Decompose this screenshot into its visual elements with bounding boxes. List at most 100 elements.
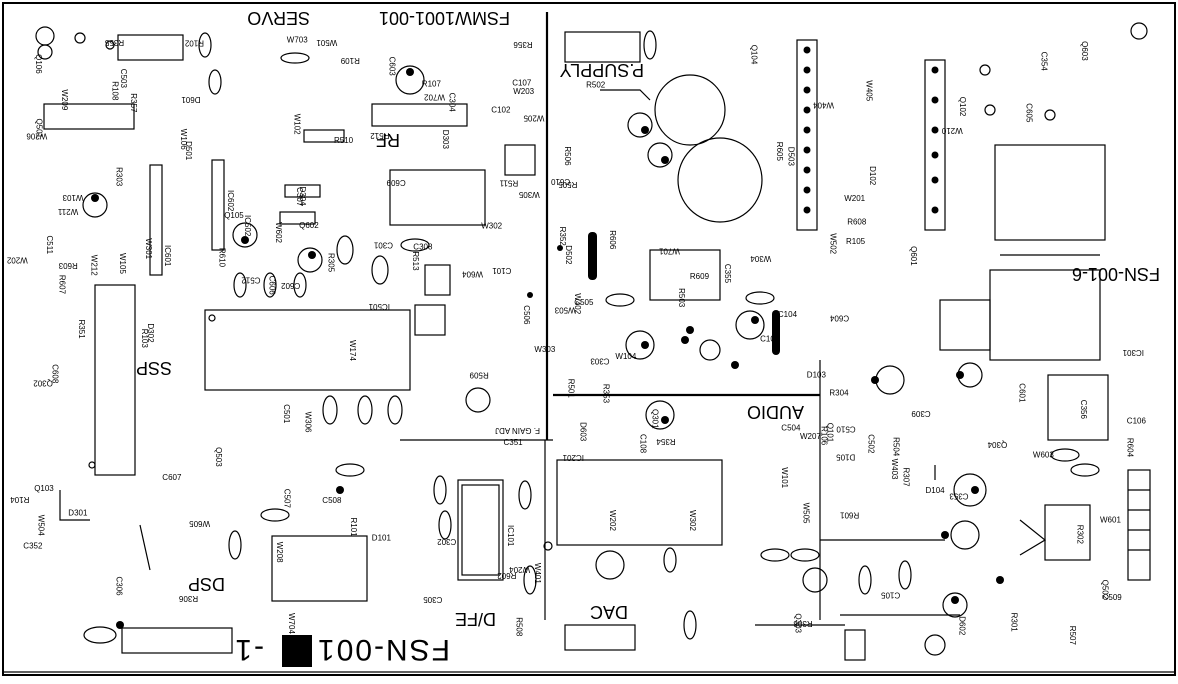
part-ref-d302: D302 <box>146 323 155 343</box>
part-ref-w208: W208 <box>275 542 284 563</box>
ic-label-ic502: IC502 <box>243 215 252 237</box>
ic-ic502 <box>389 169 486 226</box>
part-ref-d602: D602 <box>958 616 967 636</box>
part-ref-w207: W207 <box>800 432 821 441</box>
ic-ic601 <box>88 284 136 476</box>
part-ref-w305: W305 <box>518 190 539 199</box>
part-ref-w401: W401 <box>533 563 542 584</box>
part-ref-r306: R306 <box>178 594 198 603</box>
part-ref-q302: Q302 <box>33 379 53 388</box>
ic-ic101 <box>457 479 504 581</box>
part-ref-c511: C511 <box>45 236 54 255</box>
part-ref-q304: Q304 <box>987 440 1007 449</box>
part-ref-c601: C601 <box>1018 383 1027 403</box>
part-ref-q105: Q105 <box>224 211 244 220</box>
part-ref-d601: D601 <box>181 95 201 104</box>
part-ref-r109: R109 <box>340 56 360 65</box>
part-ref-r601: R601 <box>840 511 860 520</box>
part-ref-w701: W701 <box>658 246 679 255</box>
board-title-top: FSMW1001-001 <box>379 8 510 28</box>
connector-bottom-right <box>1127 469 1151 581</box>
part-ref-r352: R352 <box>558 227 567 247</box>
part-ref-c106: C106 <box>1127 417 1147 426</box>
part-ref-c605: C605 <box>1024 103 1033 123</box>
part-ref-c608: C608 <box>50 364 59 384</box>
part-ref-w306: W306 <box>304 412 313 433</box>
part-ref-r606: R606 <box>608 230 617 250</box>
ic-ic201: W202 W302 <box>543 459 723 551</box>
part-ref-w210: W210 <box>941 126 962 135</box>
part-labels: R501R502R503R504R505R506R507R508R509R510… <box>6 35 1146 645</box>
part-ref-c308: C308 <box>413 243 433 252</box>
part-ref-r103: R103 <box>140 329 149 349</box>
part-ref-r503: R503 <box>677 288 686 308</box>
part-ref-w403: W403 <box>890 459 899 480</box>
part-ref-r301: R301 <box>1010 613 1019 633</box>
part-ref-d303: D303 <box>441 130 450 150</box>
mounting-holes <box>35 22 1148 60</box>
part-ref-c509: C509 <box>1103 593 1123 602</box>
part-ref-w702: W702 <box>424 93 445 102</box>
part-ref-c610: C610 <box>551 177 571 186</box>
small-components <box>82 40 1056 656</box>
part-ref-d101: D101 <box>372 534 392 543</box>
part-ref-c512: C512 <box>241 276 261 285</box>
part-ref-r506: R506 <box>563 146 572 166</box>
ic-label-ic201: IC201 <box>562 453 584 462</box>
part-ref-r102: R102 <box>184 39 204 48</box>
part-ref-c354: C354 <box>1040 52 1049 72</box>
part-ref-w404: W404 <box>813 100 834 109</box>
part-ref-w103: W103 <box>62 193 83 202</box>
part-ref-r508: R508 <box>515 617 524 637</box>
part-ref-r609: R609 <box>690 272 710 281</box>
part-ref-w202: W202 <box>6 255 27 264</box>
ic-label-ic101: IC101 <box>506 525 515 547</box>
part-ref-r101: R101 <box>349 518 358 538</box>
part-ref-r505: R505 <box>558 180 578 189</box>
ic-label-ic601: IC601 <box>163 245 172 267</box>
part-ref-r608: R608 <box>847 218 867 227</box>
part-ref-c102: C102 <box>491 106 511 115</box>
section-psupply: P.SUPPLY <box>560 60 644 80</box>
part-ref-r610: R610 <box>217 248 226 268</box>
polarity-marks <box>91 68 1004 629</box>
part-ref-c105: C105 <box>881 591 901 600</box>
part-ref-c107: C107 <box>512 79 532 88</box>
part-ref-w704: W704 <box>287 613 296 634</box>
part-ref-w301: W301 <box>144 238 153 259</box>
part-ref-r307: R307 <box>901 468 910 488</box>
part-ref-c602: C602 <box>281 281 301 290</box>
board-title-bottom: FSN-001 <box>316 633 450 666</box>
part-ref-r356: R356 <box>513 40 533 49</box>
part-ref-q502: Q502 <box>1100 580 1109 600</box>
capacitor-c102 <box>677 137 763 223</box>
part-ref-r504: R504 <box>891 437 900 457</box>
part-ref-c104: C104 <box>778 310 798 319</box>
part-ref-q501: Q501 <box>34 119 43 139</box>
part-ref-r354: R354 <box>656 437 676 446</box>
part-ref-c353: C353 <box>949 492 969 501</box>
part-ref-r602: R602 <box>497 571 517 580</box>
part-ref-c305: C305 <box>423 595 443 604</box>
part-ref-w203: W203 <box>513 87 534 96</box>
part-ref-c302: C302 <box>437 537 457 546</box>
connector-p-supply <box>796 39 818 231</box>
part-ref-c503: C503 <box>119 69 128 89</box>
part-ref-w604: W604 <box>462 270 483 279</box>
part-ref-r104: R104 <box>10 495 30 504</box>
section-audio: AUDIO <box>747 402 804 422</box>
part-ref-r607: R607 <box>57 275 66 295</box>
part-ref-c355: C355 <box>723 264 732 284</box>
part-ref-r107: R107 <box>422 80 442 89</box>
part-ref-w212: W212 <box>90 255 99 276</box>
part-ref-q104: Q104 <box>750 45 759 65</box>
part-ref-c303: C303 <box>590 356 610 365</box>
part-ref-q602: Q602 <box>299 221 319 230</box>
part-ref-w605: W605 <box>189 519 210 528</box>
svg-text:W174: W174 <box>348 340 357 361</box>
part-ref-d603: D603 <box>578 422 587 442</box>
part-ref-w101: W101 <box>780 467 789 488</box>
ic-label-ic501: IC501 <box>368 302 390 311</box>
part-ref-c502: C502 <box>866 434 875 454</box>
svg-text:W302: W302 <box>688 510 697 531</box>
